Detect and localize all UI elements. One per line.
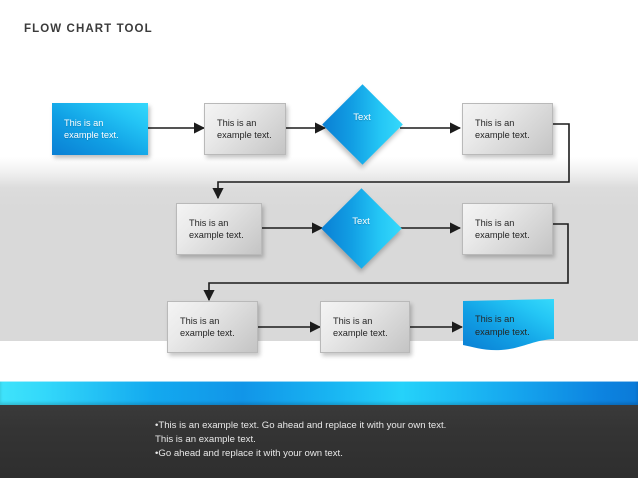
flow-node-r1n2[interactable]: This is an example text. [204,103,286,155]
flow-node-label: This is an example text. [64,117,119,141]
flow-node-label: This is an example text. [475,217,530,241]
footer-text-block: •This is an example text. Go ahead and r… [155,419,575,462]
flow-node-r2n2[interactable]: Text [320,187,402,269]
flow-node-r3n3[interactable]: This is an example text. [463,299,555,355]
flow-node-label: Text [353,112,371,123]
flow-node-label: This is an example text. [189,217,244,241]
footer-line-2: This is an example text. [155,434,256,446]
document-shape [463,299,554,351]
footer-line-3: •Go ahead and replace it with your own t… [155,448,343,460]
flow-node-label: This is an example text. [475,314,530,337]
footer-line-1: •This is an example text. Go ahead and r… [155,420,447,431]
flow-node-r1n4[interactable]: This is an example text. [462,103,553,155]
flow-node-label: This is an example text. [180,315,235,339]
flow-node-label: This is an example text. [217,117,272,141]
flow-node-label: This is an example text. [333,315,388,339]
flow-node-r1n3[interactable]: Text [321,83,403,165]
flow-node-r3n2[interactable]: This is an example text. [320,301,410,353]
page-title: FLOW CHART TOOL [24,23,153,35]
flow-node-label: This is an example text. [475,117,530,141]
background-gradient-band [0,157,638,207]
flow-node-r3n1[interactable]: This is an example text. [167,301,258,353]
flow-node-label: Text [352,216,370,227]
flow-node-r2n3[interactable]: This is an example text. [462,203,553,255]
blue-accent-band [0,381,638,405]
flow-node-r1n1[interactable]: This is an example text. [52,103,148,155]
flow-node-r2n1[interactable]: This is an example text. [176,203,262,255]
background-white-strip [0,341,638,381]
footer-bar [0,405,638,478]
